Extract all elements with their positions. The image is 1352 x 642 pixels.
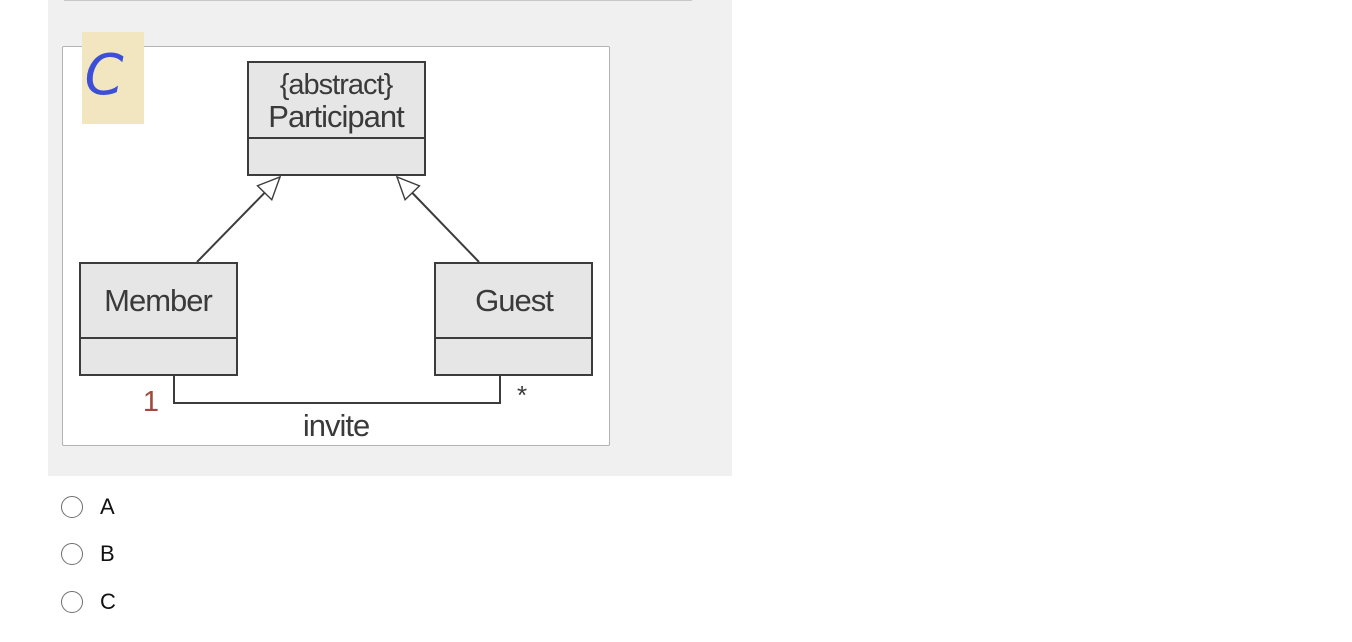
class-participant-attribute-compartment (247, 137, 426, 176)
choice-b[interactable]: B (58, 537, 115, 571)
radio-b[interactable] (61, 543, 83, 565)
class-guest: Guest (434, 262, 593, 376)
class-guest-name: Guest (475, 283, 554, 318)
class-participant-name-compartment (247, 61, 426, 139)
choice-a-label: A (100, 494, 115, 519)
uml-diagram-image: {abstract} Participant Member Guest 1 * … (62, 46, 610, 446)
class-participant-stereotype: {abstract} (280, 69, 394, 101)
radio-a[interactable] (61, 496, 83, 518)
class-member-name-compartment (79, 262, 238, 339)
association-invite (173, 376, 501, 404)
class-guest-attribute-compartment (434, 337, 593, 376)
generalization-member-to-participant (196, 175, 282, 263)
multiplicity-member: 1 (143, 386, 159, 418)
class-participant-name: Participant (268, 99, 405, 134)
divider (64, 0, 692, 1)
multiplicity-guest: * (517, 380, 527, 410)
radio-c[interactable] (61, 591, 83, 613)
choice-c-label: C (100, 589, 116, 614)
class-guest-name-compartment (434, 262, 593, 339)
option-letter-badge: C (82, 32, 144, 124)
choice-a[interactable]: A (58, 490, 115, 524)
option-letter: C (84, 43, 124, 108)
class-participant: {abstract} Participant (247, 61, 426, 176)
class-member-name: Member (104, 283, 212, 318)
class-member: Member (79, 262, 238, 376)
choice-b-label: B (100, 541, 115, 566)
association-label: invite (303, 408, 369, 443)
generalization-guest-to-participant (395, 175, 480, 263)
uml-class-diagram: {abstract} Participant Member Guest 1 * … (79, 61, 593, 443)
choice-c[interactable]: C (58, 585, 116, 619)
class-member-attribute-compartment (79, 337, 238, 376)
